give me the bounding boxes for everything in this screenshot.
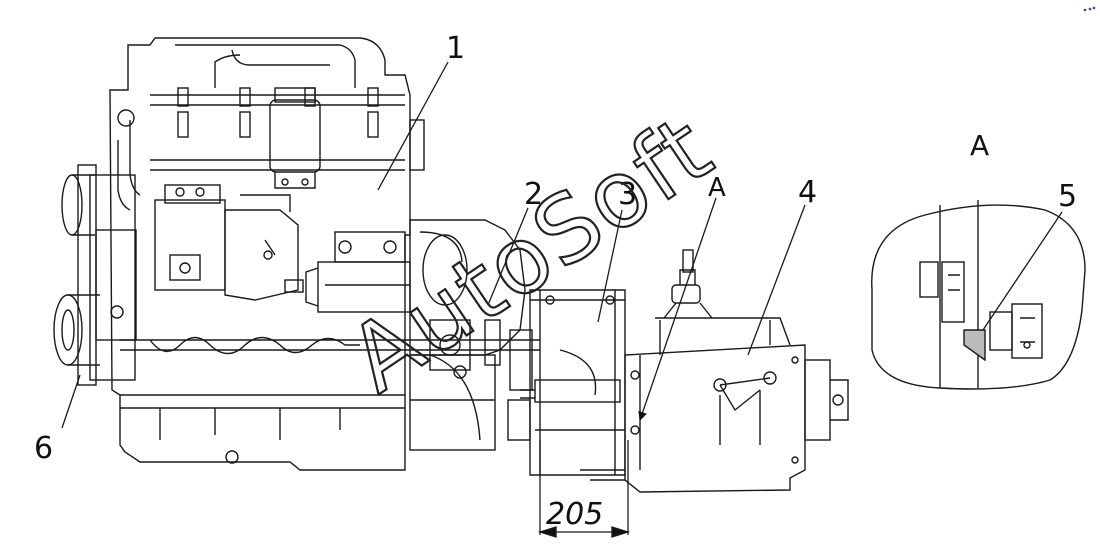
leader-5 (982, 211, 1063, 331)
detail-title-a: A (970, 129, 989, 162)
callout-1: 1 (446, 31, 465, 66)
section-a-arrow (638, 197, 717, 421)
callout-4: 4 (798, 175, 817, 210)
leader-lines (61, 61, 1063, 429)
leader-4 (747, 204, 806, 356)
callout-6: 6 (34, 431, 53, 466)
leader-6 (61, 374, 81, 429)
detail-view-a (871, 200, 1086, 390)
dimension-value: 205 (546, 497, 603, 532)
section-mark-a: A (708, 173, 726, 203)
clutch-housing (120, 219, 540, 451)
dimension-205 (537, 440, 631, 538)
watermark: AutoSoft (330, 95, 731, 414)
gearbox (624, 249, 849, 493)
callout-2: 2 (524, 177, 543, 212)
leader-3 (597, 209, 623, 323)
callout-3: 3 (618, 177, 637, 212)
callout-5: 5 (1058, 179, 1077, 214)
corner-mark (1083, 6, 1096, 12)
front-pulley-group (53, 109, 304, 386)
starter-motor (305, 231, 411, 313)
leader-1 (377, 61, 449, 191)
engine-block (109, 37, 425, 471)
leader-2 (487, 207, 529, 306)
